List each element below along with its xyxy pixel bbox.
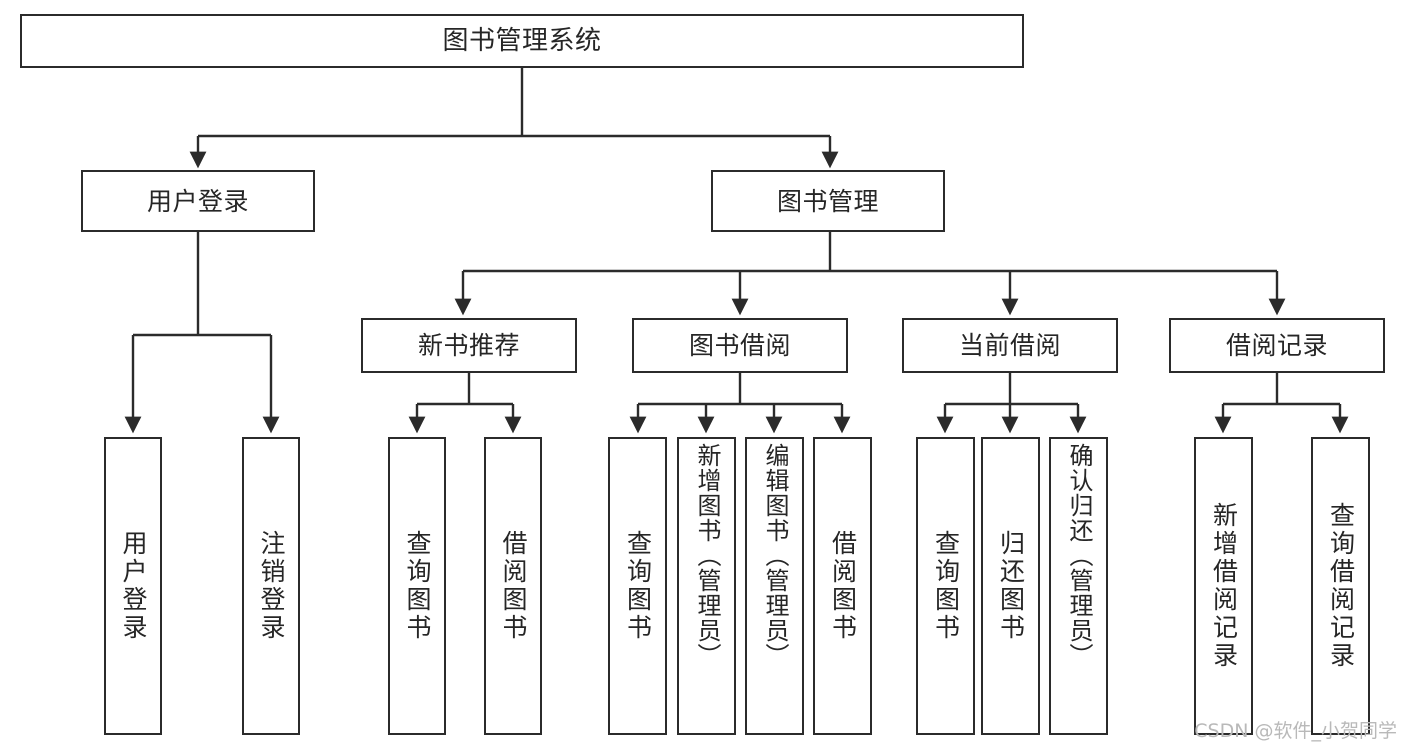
leaf-new-book-borrow[interactable]: 借阅图书: [484, 437, 542, 735]
leaf-current-confirm-return[interactable]: 确认归还（管理员）: [1049, 437, 1108, 735]
leaf-current-return-book-label: 归还图书: [996, 530, 1026, 642]
leaf-current-confirm-return-label: 确认归还（管理员）: [1064, 443, 1093, 668]
leaf-current-query-book-label: 查询图书: [931, 530, 961, 642]
leaf-user-login-logout[interactable]: 注销登录: [242, 437, 300, 735]
leaf-current-query-book[interactable]: 查询图书: [916, 437, 975, 735]
leaf-borrow-query-book-label: 查询图书: [623, 530, 653, 642]
node-book-borrow[interactable]: 图书借阅: [632, 318, 848, 373]
leaf-borrow-edit-book-label: 编辑图书（管理员）: [760, 443, 789, 668]
leaf-new-book-query[interactable]: 查询图书: [388, 437, 446, 735]
leaf-user-login-login[interactable]: 用户登录: [104, 437, 162, 735]
leaf-borrow-add-book[interactable]: 新增图书（管理员）: [677, 437, 736, 735]
node-borrow-record-label: 借阅记录: [1225, 331, 1328, 360]
node-user-login[interactable]: 用户登录: [81, 170, 315, 232]
node-root[interactable]: 图书管理系统: [20, 14, 1024, 68]
leaf-record-query-label: 查询借阅记录: [1326, 502, 1356, 670]
leaf-borrow-borrow-book-label: 借阅图书: [828, 530, 858, 642]
node-user-login-label: 用户登录: [146, 186, 249, 216]
node-book-management[interactable]: 图书管理: [711, 170, 945, 232]
leaf-current-return-book[interactable]: 归还图书: [981, 437, 1040, 735]
leaf-record-add-label: 新增借阅记录: [1209, 502, 1239, 670]
node-new-book-recommend-label: 新书推荐: [417, 331, 520, 360]
node-book-borrow-label: 图书借阅: [688, 331, 791, 360]
watermark: CSDN @软件_小贺同学: [1194, 720, 1397, 742]
node-borrow-record[interactable]: 借阅记录: [1169, 318, 1385, 373]
leaf-new-book-borrow-label: 借阅图书: [499, 530, 528, 642]
node-root-label: 图书管理系统: [442, 26, 602, 56]
leaf-borrow-edit-book[interactable]: 编辑图书（管理员）: [745, 437, 804, 735]
leaf-borrow-query-book[interactable]: 查询图书: [608, 437, 667, 735]
node-new-book-recommend[interactable]: 新书推荐: [361, 318, 577, 373]
leaf-record-query[interactable]: 查询借阅记录: [1311, 437, 1370, 735]
leaf-new-book-query-label: 查询图书: [403, 530, 432, 642]
node-current-borrow-label: 当前借阅: [958, 331, 1061, 360]
node-current-borrow[interactable]: 当前借阅: [902, 318, 1118, 373]
leaf-user-login-logout-label: 注销登录: [257, 530, 286, 642]
leaf-borrow-add-book-label: 新增图书（管理员）: [692, 443, 721, 668]
leaf-borrow-borrow-book[interactable]: 借阅图书: [813, 437, 872, 735]
leaf-user-login-login-label: 用户登录: [119, 530, 148, 642]
node-book-management-label: 图书管理: [776, 186, 879, 216]
leaf-record-add[interactable]: 新增借阅记录: [1194, 437, 1253, 735]
